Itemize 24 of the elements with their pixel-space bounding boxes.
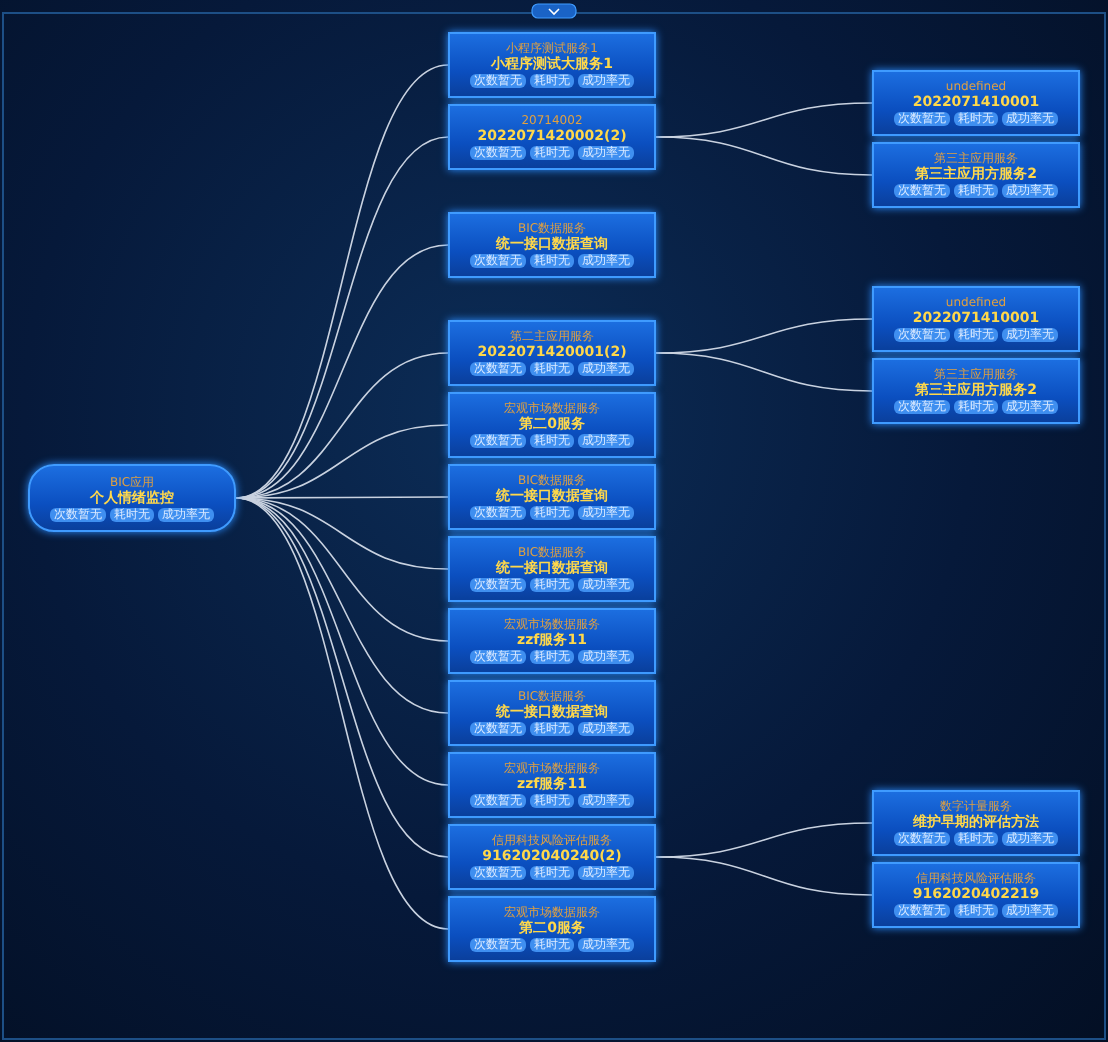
service-card bbox=[448, 752, 656, 818]
service-card bbox=[872, 862, 1080, 928]
service-card bbox=[872, 358, 1080, 424]
connector-line bbox=[235, 497, 449, 786]
service-card bbox=[872, 142, 1080, 208]
service-card bbox=[448, 212, 656, 278]
service-card bbox=[872, 70, 1080, 136]
service-card bbox=[448, 104, 656, 170]
service-card bbox=[448, 680, 656, 746]
service-card bbox=[448, 464, 656, 530]
service-card bbox=[448, 896, 656, 962]
service-card bbox=[448, 608, 656, 674]
service-card bbox=[448, 320, 656, 386]
connector-line bbox=[655, 136, 873, 176]
service-card bbox=[872, 790, 1080, 856]
connector-line bbox=[655, 352, 873, 392]
service-card bbox=[872, 286, 1080, 352]
service-card bbox=[448, 536, 656, 602]
root-card bbox=[28, 464, 236, 532]
connector-line bbox=[655, 856, 873, 896]
service-card bbox=[448, 392, 656, 458]
service-card bbox=[448, 824, 656, 890]
connector-line bbox=[235, 497, 449, 930]
service-card bbox=[448, 32, 656, 98]
